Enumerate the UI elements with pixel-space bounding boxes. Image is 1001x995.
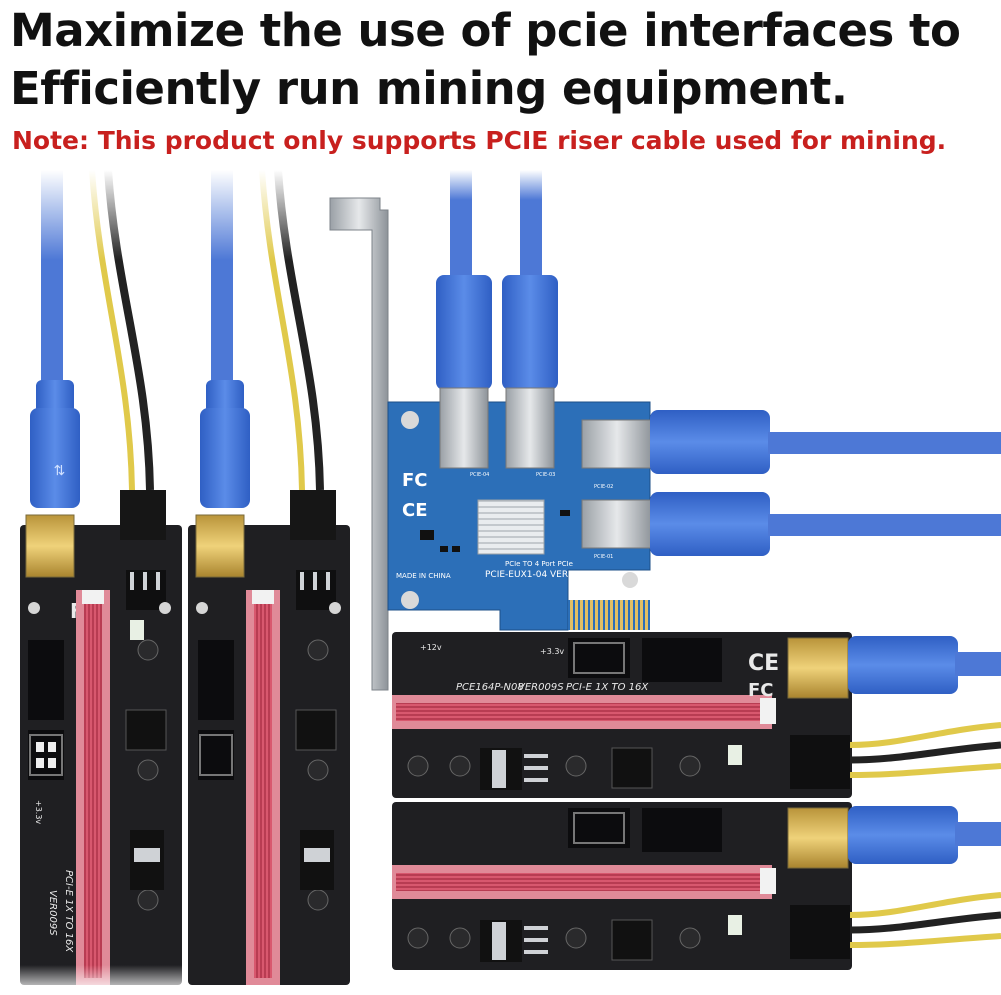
fc-mark: FC bbox=[748, 680, 774, 701]
made-in-label: MADE IN CHINA bbox=[396, 572, 451, 580]
usb-plug bbox=[650, 492, 770, 556]
riser-version: VER009S bbox=[47, 890, 58, 936]
product-note: Note: This product only supports PCIE ri… bbox=[12, 126, 947, 155]
usb-cable bbox=[955, 652, 1001, 676]
usb-plug bbox=[848, 636, 958, 694]
heatsink bbox=[477, 499, 545, 555]
usb-cable bbox=[768, 514, 1001, 536]
usb-plug bbox=[848, 806, 958, 864]
usb-cable bbox=[768, 432, 1001, 454]
ce-mark: CE bbox=[748, 651, 779, 676]
product-photo: ⇄ FC PCI-E 1X TO 16X VER009S +3.3v bbox=[0, 170, 1001, 995]
riser-spec: PCI-E 1X TO 16X bbox=[63, 870, 74, 953]
riser-board-horizontal-2 bbox=[380, 802, 1001, 995]
fc-mark: FC bbox=[402, 470, 428, 491]
headline: Maximize the use of pcie interfaces to E… bbox=[10, 2, 1000, 118]
riser-voltage: +3.3v bbox=[540, 647, 564, 656]
usb-plug bbox=[206, 380, 244, 414]
pcie-adapter-card: FC CE MADE IN CHINA PCIe TO 4 Port PCIe … bbox=[329, 170, 1001, 691]
riser-spec: PCI-E 1X TO 16X bbox=[566, 682, 649, 693]
headline-line-1: Maximize the use of pcie interfaces to bbox=[10, 4, 961, 57]
riser-voltage-12: +12v bbox=[420, 643, 442, 652]
riser-voltage: +3.3v bbox=[34, 800, 43, 824]
adapter-model-line-1: PCIe TO 4 Port PCIe bbox=[505, 560, 573, 568]
port-label-2: PCIE-03 bbox=[536, 472, 555, 478]
riser-board-horizontal-1: CE FC PCE164P-N08 VER009S PCI-E 1X TO 16… bbox=[392, 632, 1001, 798]
ce-mark: CE bbox=[402, 500, 428, 521]
metal-bracket bbox=[329, 197, 389, 691]
power-cable-black bbox=[849, 911, 1001, 934]
headline-line-2: Efficiently run mining equipment. bbox=[10, 62, 848, 115]
usb-plug bbox=[36, 380, 74, 414]
usb-plug bbox=[650, 410, 770, 474]
slot-label: PCI-E X1 bbox=[572, 591, 610, 601]
usb-cable bbox=[955, 822, 1001, 846]
port-label-4: PCIE-01 bbox=[594, 554, 613, 560]
riser-model: PCE164P-N08 bbox=[456, 682, 524, 693]
usb-plug bbox=[502, 275, 558, 390]
port-label-1: PCIE-04 bbox=[470, 472, 489, 478]
riser-board-vertical-1: ⇄ FC PCI-E 1X TO 16X VER009S +3.3v bbox=[0, 170, 200, 995]
riser-version: VER009S bbox=[518, 682, 564, 693]
usb-plug bbox=[436, 275, 492, 390]
power-cable-black bbox=[849, 741, 1001, 764]
power-cable-yellow bbox=[849, 763, 1001, 778]
power-cable-yellow bbox=[849, 892, 1001, 918]
svg-text:⇄: ⇄ bbox=[51, 464, 67, 476]
port-label-3: PCIE-02 bbox=[594, 484, 613, 490]
riser-board-vertical-2 bbox=[170, 170, 350, 985]
power-cable-yellow bbox=[849, 933, 1001, 948]
power-cable-yellow bbox=[849, 722, 1001, 748]
adapter-model-line-2: PCIE-EUX1-04 VER.002 bbox=[485, 570, 588, 580]
